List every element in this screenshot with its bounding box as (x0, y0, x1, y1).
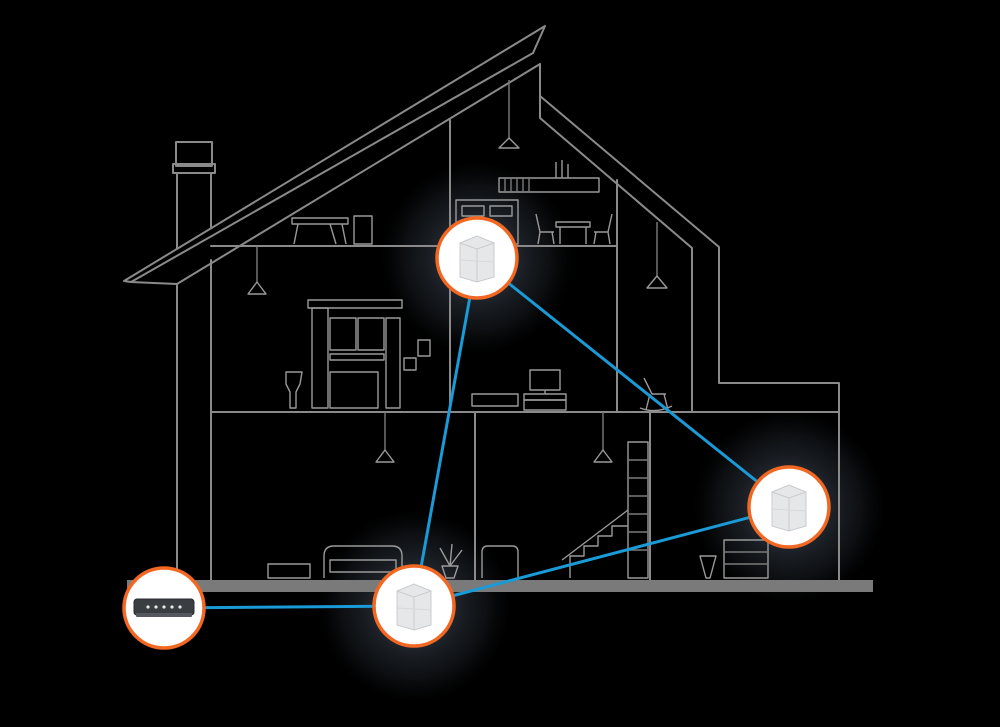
network-link-mesh-ground-to-mesh-upper (412, 256, 479, 608)
network-nodes (122, 216, 831, 650)
house-furniture (247, 80, 769, 579)
dresser (723, 539, 769, 579)
tv-stand (267, 563, 311, 579)
armchair (481, 545, 519, 578)
attic-shelf (498, 160, 600, 193)
pendant-lamp-ground-mid (593, 412, 613, 463)
side-table-lamp (699, 555, 717, 579)
node-mesh-right (747, 465, 831, 549)
node-mesh-ground (372, 564, 456, 648)
kitchen-cabinets (307, 299, 431, 409)
pendant-lamp-right (646, 222, 668, 289)
modem-icon (133, 598, 195, 617)
node-modem (122, 566, 206, 650)
network-link-mesh-upper-to-mesh-right (475, 256, 791, 509)
office-desk (471, 369, 567, 411)
pendant-lamp-left (247, 246, 267, 295)
rocking-chair (639, 377, 673, 412)
toilet (285, 371, 303, 409)
ground-line (127, 580, 873, 592)
mesh-node-icon (459, 235, 495, 283)
attic-desk (291, 215, 373, 245)
pendant-lamp-attic (498, 80, 520, 149)
mesh-node-icon (771, 484, 807, 532)
plant (439, 543, 463, 579)
attic-dining-set (535, 213, 613, 245)
house-outline (123, 25, 840, 583)
pendant-lamp-ground-left (375, 412, 395, 463)
sofa (323, 545, 403, 578)
mesh-node-icon (396, 583, 432, 631)
node-mesh-upper (435, 216, 519, 300)
network-link-mesh-ground-to-mesh-right (412, 505, 791, 608)
staircase (561, 441, 649, 579)
